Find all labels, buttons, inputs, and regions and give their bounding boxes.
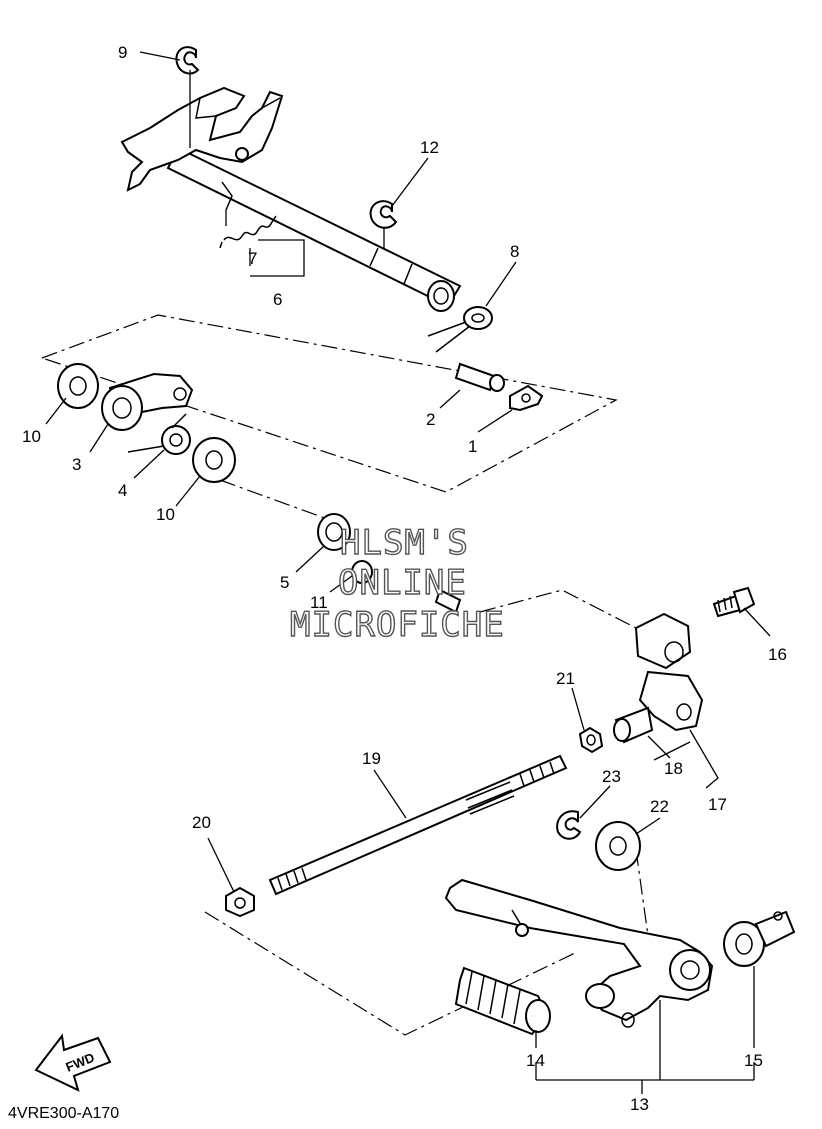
forward-direction-arrow: FWD: [34, 1033, 112, 1092]
callout-18: 18: [664, 759, 683, 778]
callout-13: 13: [630, 1095, 649, 1114]
nut-20: [225, 886, 255, 918]
link-dashed-line: [219, 479, 637, 629]
callout-12: 12: [420, 138, 439, 157]
bolt-2: [454, 362, 505, 392]
callout-8: 8: [510, 242, 519, 261]
callout-11: 11: [310, 593, 328, 612]
callout-14: 14: [526, 1051, 545, 1070]
callout-7: 7: [248, 249, 257, 268]
footpeg-rubber-14: [454, 966, 551, 1036]
circlip-9: [175, 46, 200, 75]
callout-6: 6: [273, 290, 282, 309]
callout-9: 9: [118, 43, 127, 62]
shaft-group-outline: [40, 314, 618, 493]
washer-10-lower: [192, 437, 236, 483]
nut-21: [578, 726, 604, 754]
callout-17: 17: [708, 795, 727, 814]
circlip-12: [369, 200, 398, 229]
pivot-dashed-line: [635, 849, 651, 951]
callout-10-lower: 10: [156, 505, 175, 524]
callout-16: 16: [768, 645, 787, 664]
watermark-line-1: HLSM'S: [340, 523, 469, 563]
diagram-code: 4VRE300-A170: [8, 1105, 119, 1122]
callout-labels: 9 12 8 7 6 2 1 10 3 4 10 5 11 16 21 18 1…: [22, 43, 787, 1114]
torsion-spring-8: [427, 306, 493, 353]
pedal-group-outline: [204, 911, 576, 1036]
bolt-16: [712, 586, 756, 618]
callout-23: 23: [602, 767, 621, 786]
callout-3: 3: [72, 455, 81, 474]
shift-arm-17: [613, 612, 704, 744]
circlip-23: [556, 810, 582, 840]
roller-arm-3: [101, 372, 194, 431]
callout-4: 4: [118, 481, 127, 500]
callout-5: 5: [280, 573, 289, 592]
spring-4: [127, 413, 191, 455]
callout-19: 19: [362, 749, 381, 768]
callout-22: 22: [650, 797, 669, 816]
leader-lines: [45, 51, 771, 1094]
callout-21: 21: [556, 669, 575, 688]
plate-1: [509, 384, 544, 412]
spring-7: [219, 215, 277, 249]
shift-shaft: [120, 86, 462, 312]
callout-1: 1: [468, 437, 477, 456]
shift-pedal-13: [444, 878, 714, 1028]
callout-2: 2: [426, 410, 435, 429]
callout-10-upper: 10: [22, 427, 41, 446]
shift-rod-19: [268, 754, 568, 896]
callout-20: 20: [192, 813, 211, 832]
pivot-bolt-15: [723, 910, 796, 967]
watermark-line-3: MICROFICHE: [290, 605, 505, 645]
watermark-line-2: ONLINE: [338, 563, 467, 603]
watermark: HLSM'S ONLINE MICROFICHE: [289, 522, 505, 645]
washer-22: [595, 821, 641, 871]
oil-seal-5: [317, 513, 351, 551]
washer-10-upper: [57, 363, 99, 409]
collar-11: [351, 560, 462, 614]
callout-15: 15: [744, 1051, 763, 1070]
